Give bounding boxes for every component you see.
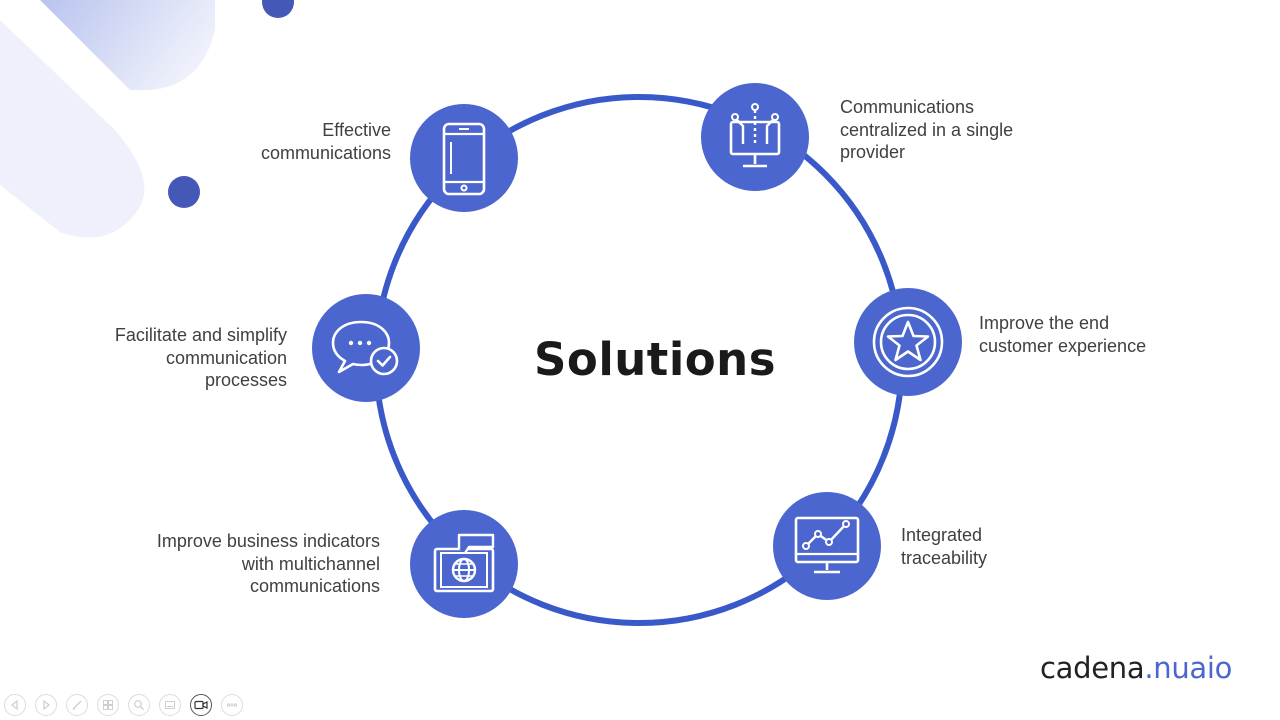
label-effective-communications: Effective communications <box>260 120 391 163</box>
decor-dot-left <box>168 176 200 208</box>
company-logo: cadena.nuaio <box>1040 648 1232 688</box>
node-communications-centralized <box>701 83 809 191</box>
more-options-button[interactable] <box>221 694 243 716</box>
logo-brand: cadena <box>1040 651 1145 685</box>
label-facilitate-processes: Facilitate and simplify communication pr… <box>114 325 287 390</box>
subtitles-icon <box>165 701 175 709</box>
globe-tablet-icon <box>433 533 495 593</box>
node-effective-communications <box>410 104 518 212</box>
chat-check-icon <box>331 320 399 376</box>
label-customer-experience: Improve the end customer experience <box>979 313 1147 356</box>
all-slides-button[interactable] <box>97 694 119 716</box>
smartphone-icon <box>442 122 486 196</box>
decor-swoosh-pale <box>0 20 145 238</box>
more-options-icon <box>226 703 238 707</box>
next-slide-icon <box>43 699 50 711</box>
all-slides-icon <box>103 700 113 710</box>
subtitles-button[interactable] <box>159 694 181 716</box>
node-integrated-traceability <box>773 492 881 600</box>
previous-slide-icon <box>11 699 18 711</box>
next-slide-button[interactable] <box>35 694 57 716</box>
presenter-toolbar <box>4 692 243 718</box>
label-business-indicators: Improve business indicators with multich… <box>156 531 380 596</box>
zoom-icon <box>134 700 144 710</box>
camera-button[interactable] <box>190 694 212 716</box>
decor-swoosh-large <box>40 0 215 91</box>
circuit-monitor-icon <box>729 103 781 168</box>
logo-accent: .nuaio <box>1144 651 1233 685</box>
chart-monitor-icon <box>794 516 860 574</box>
slide-title: Solutions <box>534 333 776 386</box>
node-customer-experience <box>854 288 962 396</box>
camera-icon <box>194 700 208 710</box>
previous-slide-button[interactable] <box>4 694 26 716</box>
zoom-button[interactable] <box>128 694 150 716</box>
star-badge-icon <box>872 306 944 378</box>
label-integrated-traceability: Integrated traceability <box>901 525 988 568</box>
node-business-indicators <box>410 510 518 618</box>
pen-icon <box>72 700 82 710</box>
label-communications-centralized: Communications centralized in a single p… <box>840 97 1014 162</box>
node-facilitate-processes <box>312 294 420 402</box>
pen-button[interactable] <box>66 694 88 716</box>
decor-dot-top <box>262 0 294 18</box>
